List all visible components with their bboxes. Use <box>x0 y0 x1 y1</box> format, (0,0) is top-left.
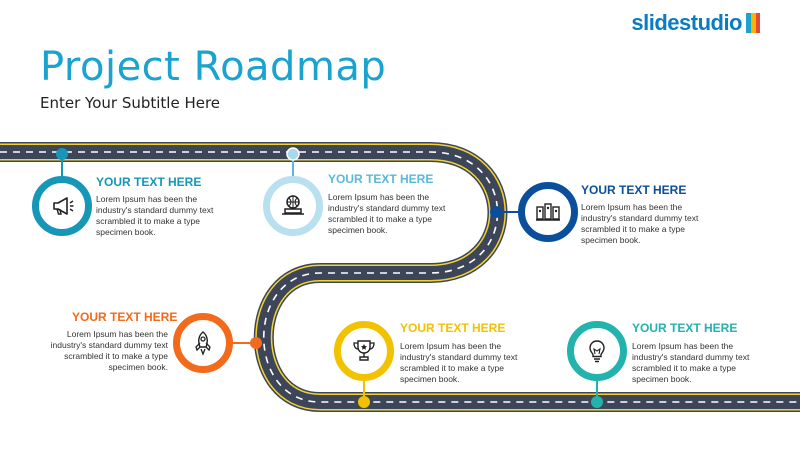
milestone-5-ring <box>334 321 394 381</box>
milestone-2-body: Lorem Ipsum has been the industry's stan… <box>328 192 446 235</box>
page-subtitle: Enter Your Subtitle Here <box>40 94 221 112</box>
milestone-6-body: Lorem Ipsum has been the industry's stan… <box>632 341 750 384</box>
milestone-1-ring <box>32 176 92 236</box>
milestone-3-body: Lorem Ipsum has been the industry's stan… <box>581 202 699 245</box>
milestone-3-heading: YOUR TEXT HERE <box>581 183 687 197</box>
milestone-6-ring <box>567 321 627 381</box>
rocket-icon <box>195 331 211 356</box>
laptop-globe-icon <box>282 195 304 215</box>
milestone-2-ring <box>263 176 323 236</box>
milestone-3-ring <box>518 182 578 242</box>
milestone-1-body: Lorem Ipsum has been the industry's stan… <box>96 194 214 237</box>
milestone-5-heading: YOUR TEXT HERE <box>400 321 506 335</box>
trophy-icon <box>353 340 375 361</box>
milestone-4-heading: YOUR TEXT HERE <box>72 310 178 324</box>
page-title: Project Roadmap <box>40 44 387 90</box>
milestone-6-heading: YOUR TEXT HERE <box>632 321 738 335</box>
ranking-cards-icon <box>536 203 560 221</box>
lightbulb-icon <box>589 340 605 363</box>
brand-mark-icon <box>746 13 760 33</box>
milestone-4-body: Lorem Ipsum has been the industry's stan… <box>50 329 168 372</box>
milestone-2-heading: YOUR TEXT HERE <box>328 172 434 186</box>
milestone-5-body: Lorem Ipsum has been the industry's stan… <box>400 341 518 384</box>
megaphone-icon <box>53 197 74 215</box>
milestone-4-ring <box>173 313 233 373</box>
brand-logo: slidestudio <box>631 10 760 36</box>
milestone-1-heading: YOUR TEXT HERE <box>96 175 202 189</box>
brand-name: slidestudio <box>631 10 742 35</box>
